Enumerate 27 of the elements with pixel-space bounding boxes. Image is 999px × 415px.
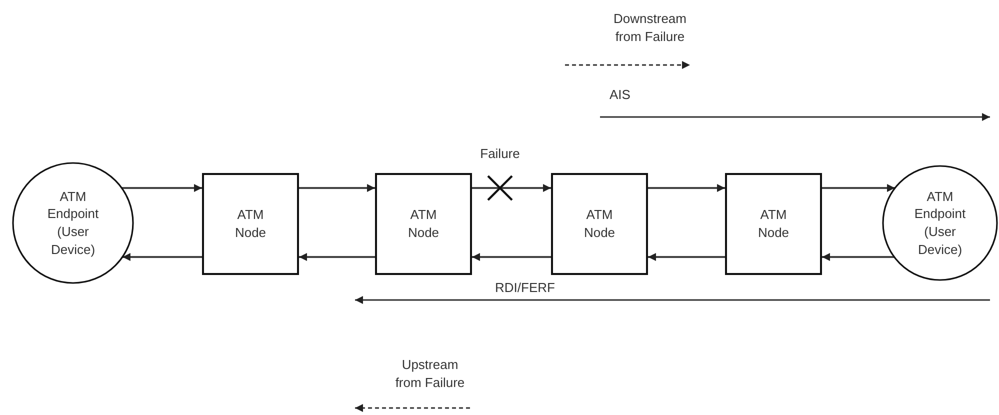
endpoint-circle xyxy=(12,162,134,284)
endpoint-circle xyxy=(882,165,998,281)
node-label: ATM Node xyxy=(406,206,440,242)
process-box xyxy=(375,173,472,275)
annotation-label: Failure xyxy=(480,145,520,163)
process-box xyxy=(725,173,822,275)
annotation-label: AIS xyxy=(610,86,630,104)
arrow xyxy=(472,184,551,192)
process-box xyxy=(202,173,299,275)
annotation-label: Downstream from Failure xyxy=(612,10,688,46)
node-label: ATM Endpoint (User Device) xyxy=(913,188,967,258)
arrow xyxy=(299,184,375,192)
arrow xyxy=(822,253,894,261)
annotation-label: Upstream from Failure xyxy=(394,356,466,392)
arrow xyxy=(648,184,725,192)
arrow xyxy=(648,253,725,261)
node-label: ATM Node xyxy=(582,206,616,242)
arrow xyxy=(299,253,375,261)
node-label: ATM Node xyxy=(756,206,790,242)
arrow xyxy=(122,184,202,192)
annotation-label: RDI/FERF xyxy=(495,279,555,297)
process-box xyxy=(551,173,648,275)
arrow xyxy=(122,253,202,261)
node-label: ATM Node xyxy=(234,206,268,242)
node-label: ATM Endpoint (User Device) xyxy=(46,188,100,258)
arrow xyxy=(472,253,551,261)
arrow xyxy=(822,184,895,192)
